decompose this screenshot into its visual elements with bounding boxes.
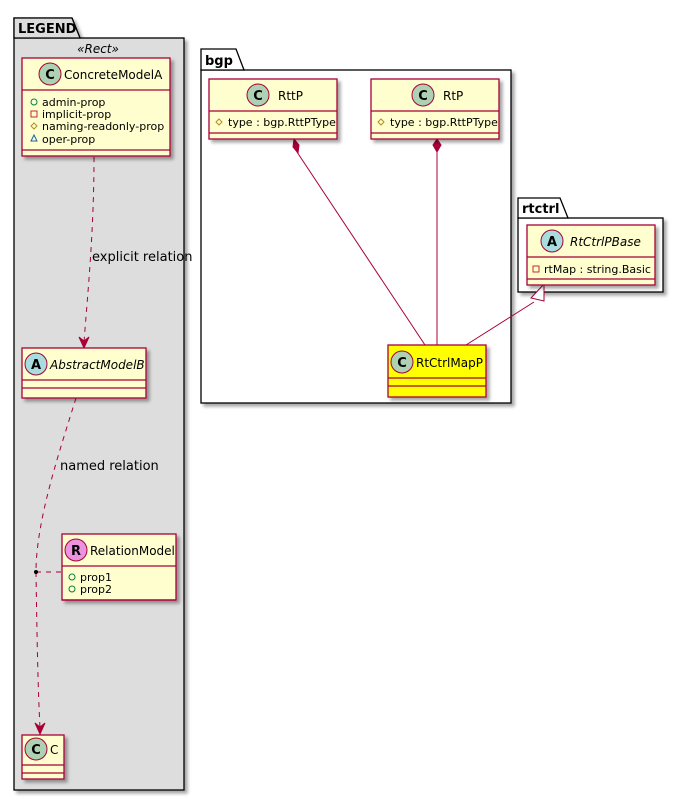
class-name: C <box>50 743 58 757</box>
attribute: prop1 <box>80 571 112 584</box>
svg-text:C: C <box>418 89 428 104</box>
named-relation-edge: named relation <box>34 397 159 736</box>
relation-class-icon <box>64 538 88 562</box>
class-name: RtCtrlPBase <box>570 235 641 249</box>
svg-text:C: C <box>31 743 41 758</box>
svg-text:C: C <box>45 68 55 83</box>
legend-package: LEGEND «Rect» <box>13 17 185 791</box>
private-visibility-icon <box>532 265 540 273</box>
named-relation-label: named relation <box>60 459 159 474</box>
bgp-package-title: bgp <box>205 54 233 69</box>
class-rtctrl-p-base[interactable]: A RtCtrlPBase rtMap : string.Basic <box>526 224 656 286</box>
svg-text:R: R <box>71 544 81 559</box>
rtp-composition-edge <box>432 138 442 345</box>
private-visibility-icon <box>30 110 38 118</box>
rtctrl-package-title: rtctrl <box>522 202 559 217</box>
attribute: oper-prop <box>42 133 95 146</box>
class-name: RelationModel <box>90 544 175 558</box>
class-rtctrl-map-p[interactable]: C RtCtrlMapP <box>387 344 487 398</box>
class-rttp[interactable]: C RttP type : bgp.RttPType <box>208 78 338 140</box>
class-relation-model[interactable]: R RelationModel prop1 prop2 <box>61 533 177 601</box>
svg-text:A: A <box>31 358 41 373</box>
public-visibility-icon <box>68 585 76 593</box>
class-c-icon <box>38 62 62 86</box>
class-c-icon <box>390 350 414 374</box>
class-c-icon <box>24 737 48 761</box>
svg-text:C: C <box>253 89 263 104</box>
class-concrete-model-a[interactable]: C ConcreteModelA admin-prop implicit-pro… <box>21 57 171 157</box>
class-name: AbstractModelB <box>49 358 145 372</box>
inheritance-edge <box>465 282 545 346</box>
abstract-class-icon <box>24 352 48 376</box>
attribute: type : bgp.RttPType <box>228 116 336 129</box>
public-visibility-icon <box>30 98 38 106</box>
class-name: RttP <box>278 89 303 103</box>
class-c-icon <box>246 83 270 107</box>
class-c-icon <box>411 83 435 107</box>
svg-text:A: A <box>547 235 557 250</box>
explicit-relation-label: explicit relation <box>92 250 192 265</box>
protected-visibility-icon <box>377 118 385 126</box>
explicit-relation-edge: explicit relation <box>78 156 192 350</box>
package-visibility-icon <box>30 133 38 142</box>
legend-stereotype: «Rect» <box>77 42 119 56</box>
rttp-composition-edge <box>292 137 426 346</box>
class-rtp[interactable]: C RtP type : bgp.RttPType <box>370 78 500 140</box>
attribute: type : bgp.RttPType <box>390 116 498 129</box>
class-name: RtP <box>443 89 463 103</box>
svg-text:C: C <box>397 356 407 371</box>
class-c[interactable]: C C <box>21 734 65 780</box>
attribute: admin-prop <box>42 96 105 109</box>
class-abstract-model-b[interactable]: A AbstractModelB <box>21 347 147 399</box>
attribute: naming-readonly-prop <box>42 120 164 133</box>
attribute: rtMap : string.Basic <box>544 263 651 276</box>
abstract-class-icon <box>540 229 564 253</box>
legend-package-title: LEGEND <box>18 22 77 37</box>
protected-visibility-icon <box>215 118 223 126</box>
public-visibility-icon <box>68 573 76 581</box>
attribute: prop2 <box>80 583 112 596</box>
attribute: implicit-prop <box>42 108 111 121</box>
protected-visibility-icon <box>30 122 38 130</box>
class-name: RtCtrlMapP <box>416 356 483 370</box>
class-name: ConcreteModelA <box>64 68 163 82</box>
